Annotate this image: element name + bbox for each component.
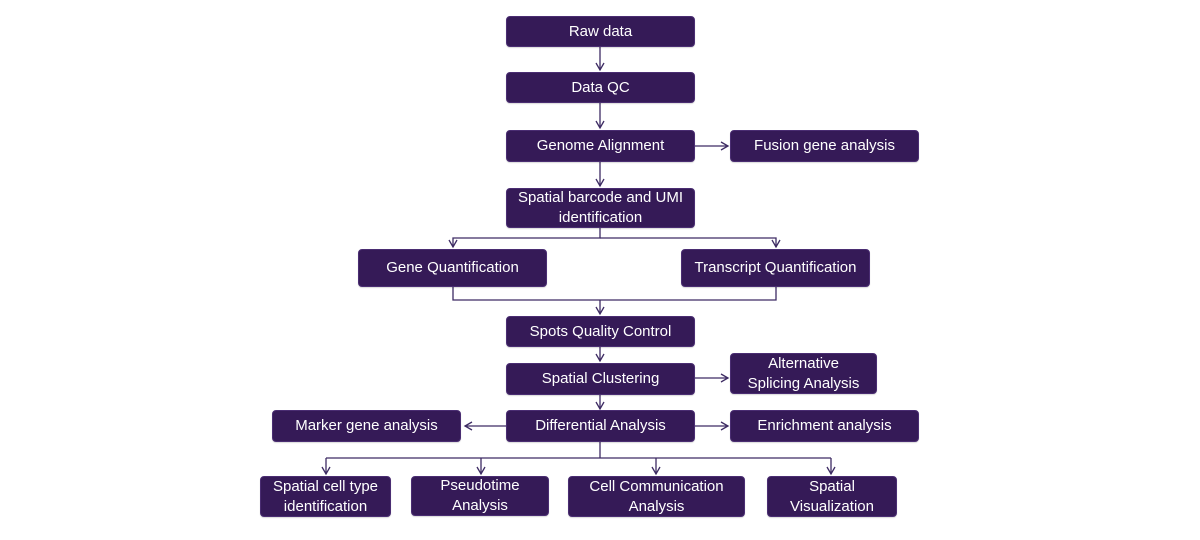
- enrichment-analysis-label: Enrichment analysis: [757, 417, 892, 434]
- spatial-clustering-label: Spatial Clustering: [541, 370, 660, 387]
- enrichment-analysis-node: Enrichment analysis: [730, 410, 919, 442]
- spatial-barcode-label: Spatial barcode and UMI identification: [517, 189, 684, 226]
- spots-qc-label: Spots Quality Control: [529, 322, 672, 340]
- data-qc-label: Data QC: [571, 78, 630, 96]
- alternative-splicing-node: Alternative Splicing Analysis: [730, 353, 877, 394]
- genome-alignment-node: Genome Alignment: [506, 130, 695, 162]
- gene-quantification-node: Gene Quantification: [358, 249, 547, 287]
- differential-analysis-label: Differential Analysis: [535, 417, 666, 434]
- data-qc-node: Data QC: [506, 72, 695, 103]
- spatial-clustering-node: Spatial Clustering: [506, 363, 695, 395]
- alternative-splicing-label: Alternative Splicing Analysis: [747, 354, 860, 392]
- fusion-gene-analysis-label: Fusion gene analysis: [754, 137, 895, 154]
- spatial-visualization-node: Spatial Visualization: [767, 476, 897, 517]
- pseudotime-label: Pseudotime Analysis: [440, 477, 520, 514]
- differential-analysis-node: Differential Analysis: [506, 410, 695, 442]
- marker-gene-analysis-label: Marker gene analysis: [295, 417, 438, 434]
- spatial-barcode-node: Spatial barcode and UMI identification: [506, 188, 695, 228]
- raw-data-label: Raw data: [568, 22, 633, 40]
- spatial-visualization-label: Spatial Visualization: [790, 477, 874, 515]
- gene-quantification-label: Gene Quantification: [386, 259, 519, 276]
- raw-data-node: Raw data: [506, 16, 695, 47]
- genome-alignment-label: Genome Alignment: [536, 137, 665, 154]
- cell-communication-node: Cell Communication Analysis: [568, 476, 745, 517]
- edge-barcode-to-transcript: [600, 237, 781, 249]
- cell-communication-label: Cell Communication Analysis: [589, 477, 724, 515]
- pseudotime-node: Pseudotime Analysis: [411, 476, 549, 516]
- edge-barcode-split: [448, 228, 601, 249]
- fusion-gene-analysis-node: Fusion gene analysis: [730, 130, 919, 162]
- spots-qc-node: Spots Quality Control: [506, 316, 695, 347]
- spatial-cell-type-label: Spatial cell type identification: [272, 477, 379, 515]
- transcript-quantification-label: Transcript Quantification: [694, 259, 857, 276]
- marker-gene-analysis-node: Marker gene analysis: [272, 410, 461, 442]
- transcript-quantification-node: Transcript Quantification: [681, 249, 870, 287]
- edge-gene-merge: [452, 287, 777, 301]
- spatial-cell-type-node: Spatial cell type identification: [260, 476, 391, 517]
